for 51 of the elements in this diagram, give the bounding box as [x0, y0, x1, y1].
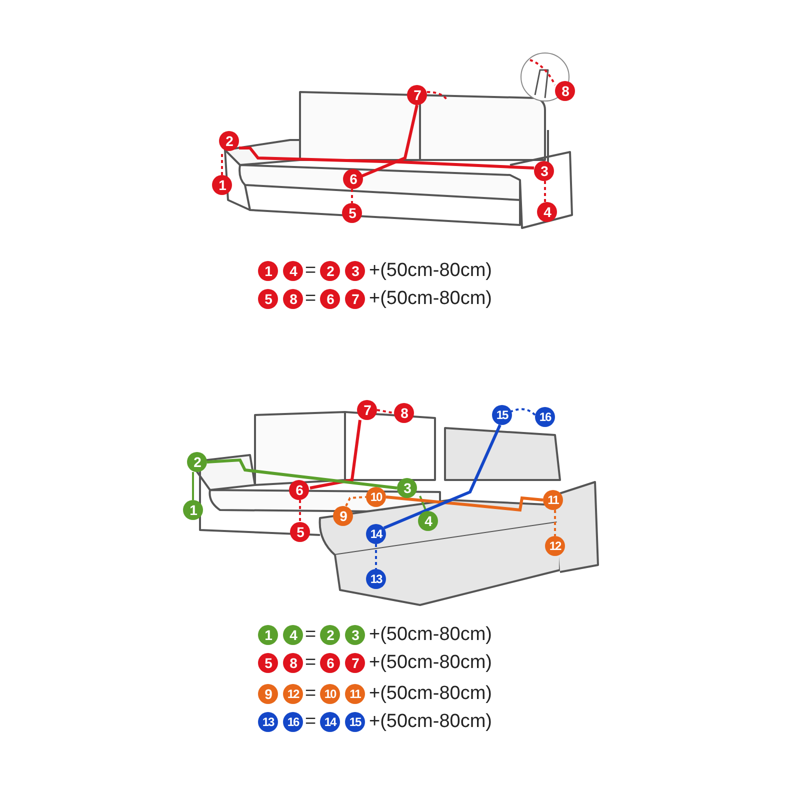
callout-number: 11 — [345, 684, 365, 704]
callout-number: 1 — [258, 625, 278, 645]
callout-number: 1 — [183, 500, 203, 520]
callout-number: 2 — [219, 131, 239, 151]
callout-number: 8 — [283, 289, 303, 309]
callout-number: 4 — [537, 202, 557, 222]
equals-sign: = — [305, 652, 316, 674]
callout-number: 2 — [187, 452, 207, 472]
callout-number: 7 — [345, 653, 365, 673]
callout-number: 5 — [290, 522, 310, 542]
callout-number: 2 — [320, 625, 340, 645]
callout-number: 12 — [283, 684, 303, 704]
callout-number: 7 — [407, 85, 427, 105]
callout-number: 2 — [320, 261, 340, 281]
callout-number: 8 — [283, 653, 303, 673]
callout-number: 4 — [283, 625, 303, 645]
callout-number: 8 — [555, 81, 575, 101]
callout-number: 10 — [320, 684, 340, 704]
callout-number: 8 — [394, 403, 414, 423]
callout-number: 3 — [534, 161, 554, 181]
callout-number: 6 — [320, 289, 340, 309]
callout-number: 1 — [258, 261, 278, 281]
callout-number: 13 — [258, 712, 278, 732]
callout-number: 1 — [212, 175, 232, 195]
callout-number: 11 — [543, 490, 563, 510]
callout-number: 4 — [283, 261, 303, 281]
callout-number: 15 — [345, 712, 365, 732]
equals-sign: = — [305, 711, 316, 733]
measurement-text: +(50cm-80cm) — [369, 711, 492, 733]
measurement-text: +(50cm-80cm) — [369, 652, 492, 674]
equals-sign: = — [305, 260, 316, 282]
callout-number: 3 — [345, 625, 365, 645]
callout-number: 15 — [492, 405, 512, 425]
equals-sign: = — [305, 683, 316, 705]
callout-number: 3 — [345, 261, 365, 281]
equals-sign: = — [305, 624, 316, 646]
measurement-text: +(50cm-80cm) — [369, 683, 492, 705]
callout-number: 14 — [320, 712, 340, 732]
callout-number: 6 — [320, 653, 340, 673]
callout-number: 5 — [342, 203, 362, 223]
callout-number: 16 — [535, 407, 555, 427]
measurement-text: +(50cm-80cm) — [369, 288, 492, 310]
callout-number: 7 — [357, 400, 377, 420]
callout-number: 5 — [258, 653, 278, 673]
callout-number: 7 — [345, 289, 365, 309]
measurement-text: +(50cm-80cm) — [369, 260, 492, 282]
equals-sign: = — [305, 288, 316, 310]
callout-number: 9 — [258, 684, 278, 704]
callout-number: 16 — [283, 712, 303, 732]
callout-number: 5 — [258, 289, 278, 309]
measurement-text: +(50cm-80cm) — [369, 624, 492, 646]
